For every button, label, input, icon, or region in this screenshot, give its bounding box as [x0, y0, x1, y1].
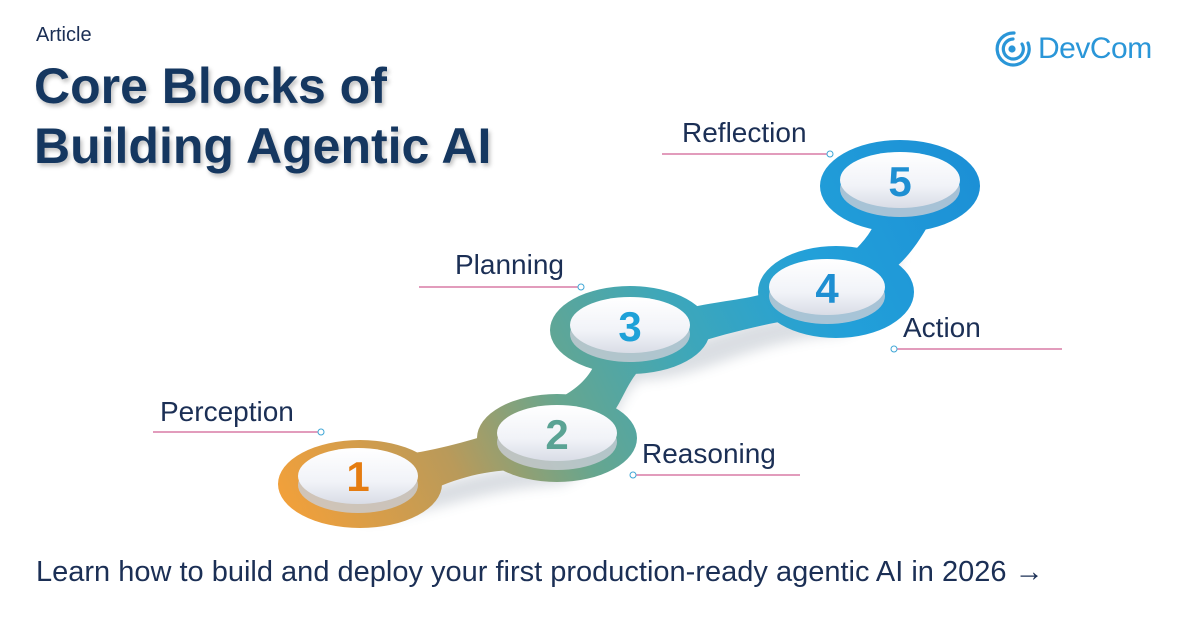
reasoning-dot: [629, 471, 637, 479]
reflection-dot: [826, 150, 834, 158]
brand-logo[interactable]: DevCom: [992, 26, 1152, 72]
article-tag: Article: [36, 24, 92, 46]
step-1-disc: [298, 448, 418, 504]
step-2-number: 2: [545, 411, 568, 458]
title-line-1: Core Blocks of: [34, 58, 387, 114]
step-3-number: 3: [618, 303, 641, 350]
step-1: 1: [298, 448, 418, 513]
action-dot: [890, 345, 898, 353]
step-4: 4: [769, 259, 885, 324]
brand-name: DevCom: [1038, 32, 1152, 65]
devcom-logo-icon: [995, 31, 1031, 67]
step-3-disc: [570, 297, 690, 353]
planning-dot: [577, 283, 585, 291]
label-lines: [153, 150, 1062, 479]
step-2: 2: [497, 405, 617, 470]
step-5-disc: [840, 152, 960, 208]
page-title: Core Blocks of Building Agentic AI: [34, 56, 491, 176]
step-1-label: Perception: [160, 396, 294, 427]
step-3: 3: [570, 297, 690, 362]
step-4-label: Action: [903, 312, 981, 343]
title-line-2: Building Agentic AI: [34, 118, 492, 174]
step-5-label: Reflection: [682, 117, 807, 148]
step-5-number: 5: [888, 158, 911, 205]
step-2-label: Reasoning: [642, 438, 776, 469]
perception-dot: [317, 428, 325, 436]
cta-link[interactable]: Learn how to build and deploy your first…: [36, 556, 1044, 588]
step-1-number: 1: [346, 453, 369, 500]
step-5: 5: [840, 152, 960, 217]
step-3-label: Planning: [455, 249, 564, 280]
step-4-number: 4: [815, 265, 839, 312]
step-4-disc: [769, 259, 885, 315]
step-2-disc: [497, 405, 617, 461]
